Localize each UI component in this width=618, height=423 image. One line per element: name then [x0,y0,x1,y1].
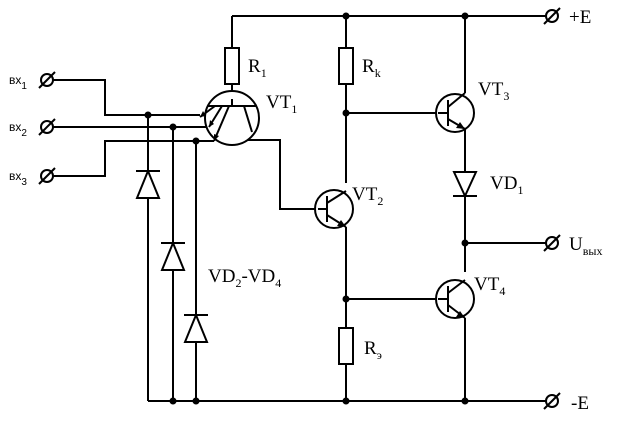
rk-label: Rk [362,56,381,80]
vt2-label: VT2 [352,184,383,208]
input-label-1: вх1 [9,73,27,92]
resistor-re [338,327,354,365]
transistor-vt3 [435,92,475,133]
vt3-label: VT3 [478,79,509,103]
vd1-label: VD1 [490,173,523,197]
input-wire-3 [53,140,214,177]
diode-vd4 [183,312,209,343]
diode-vd2 [135,168,161,199]
transistor-vt4 [435,279,475,319]
terminal-negative [543,392,561,410]
re-label: Rэ [364,338,382,362]
terminal-input-3 [38,167,56,185]
terminal-positive [543,7,561,25]
supply-negative-label: -E [571,393,589,414]
terminal-input-2 [38,118,56,136]
supply-positive-label: +E [569,7,591,28]
output-label: Uвых [569,234,602,258]
resistor-rk [338,47,354,85]
terminal-output [543,234,561,252]
resistor-r1 [224,47,240,85]
vt1-label: VT1 [266,92,297,116]
wires [53,15,547,402]
transistor-vt1 [199,90,260,146]
vt4-label: VT4 [474,274,505,298]
diode-vd3 [160,240,186,271]
junction-dots [144,12,469,405]
vd-group-label: VD2-VD4 [208,266,281,290]
input-label-3: вх3 [9,169,27,188]
transistor-vt2 [314,189,354,229]
diode-vd1 [452,171,478,199]
terminal-input-1 [38,71,56,89]
input-wire-1 [53,79,200,116]
input-label-2: вх2 [9,120,27,139]
r1-label: R1 [248,56,267,80]
